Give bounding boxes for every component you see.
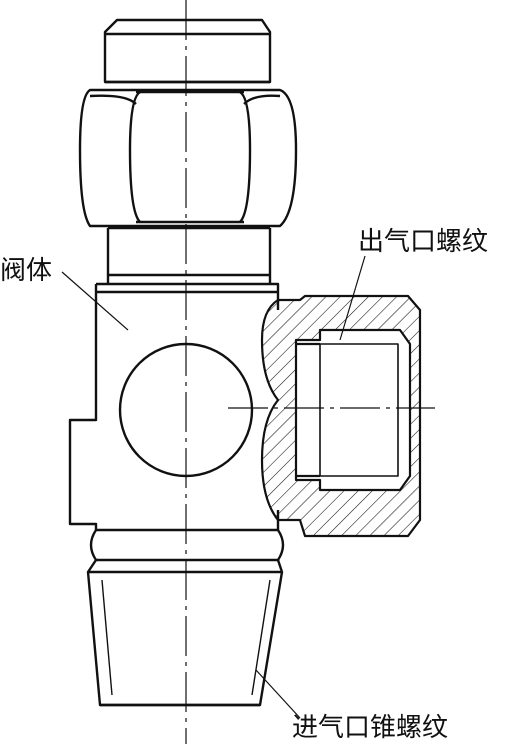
outlet-section bbox=[260, 294, 422, 538]
label-inlet-taper-thread: 进气口锥螺纹 bbox=[292, 713, 449, 743]
leader-outlet-thread bbox=[339, 255, 366, 341]
label-outlet-thread: 出气口螺纹 bbox=[358, 227, 489, 257]
hex-nut bbox=[78, 88, 298, 228]
leader-inlet-thread bbox=[255, 669, 301, 719]
label-valve-body: 阀体 bbox=[0, 256, 53, 286]
taper-thread bbox=[86, 559, 284, 707]
leader-valve-body bbox=[61, 271, 129, 331]
top-cap bbox=[103, 18, 272, 84]
valve-body bbox=[68, 282, 280, 532]
